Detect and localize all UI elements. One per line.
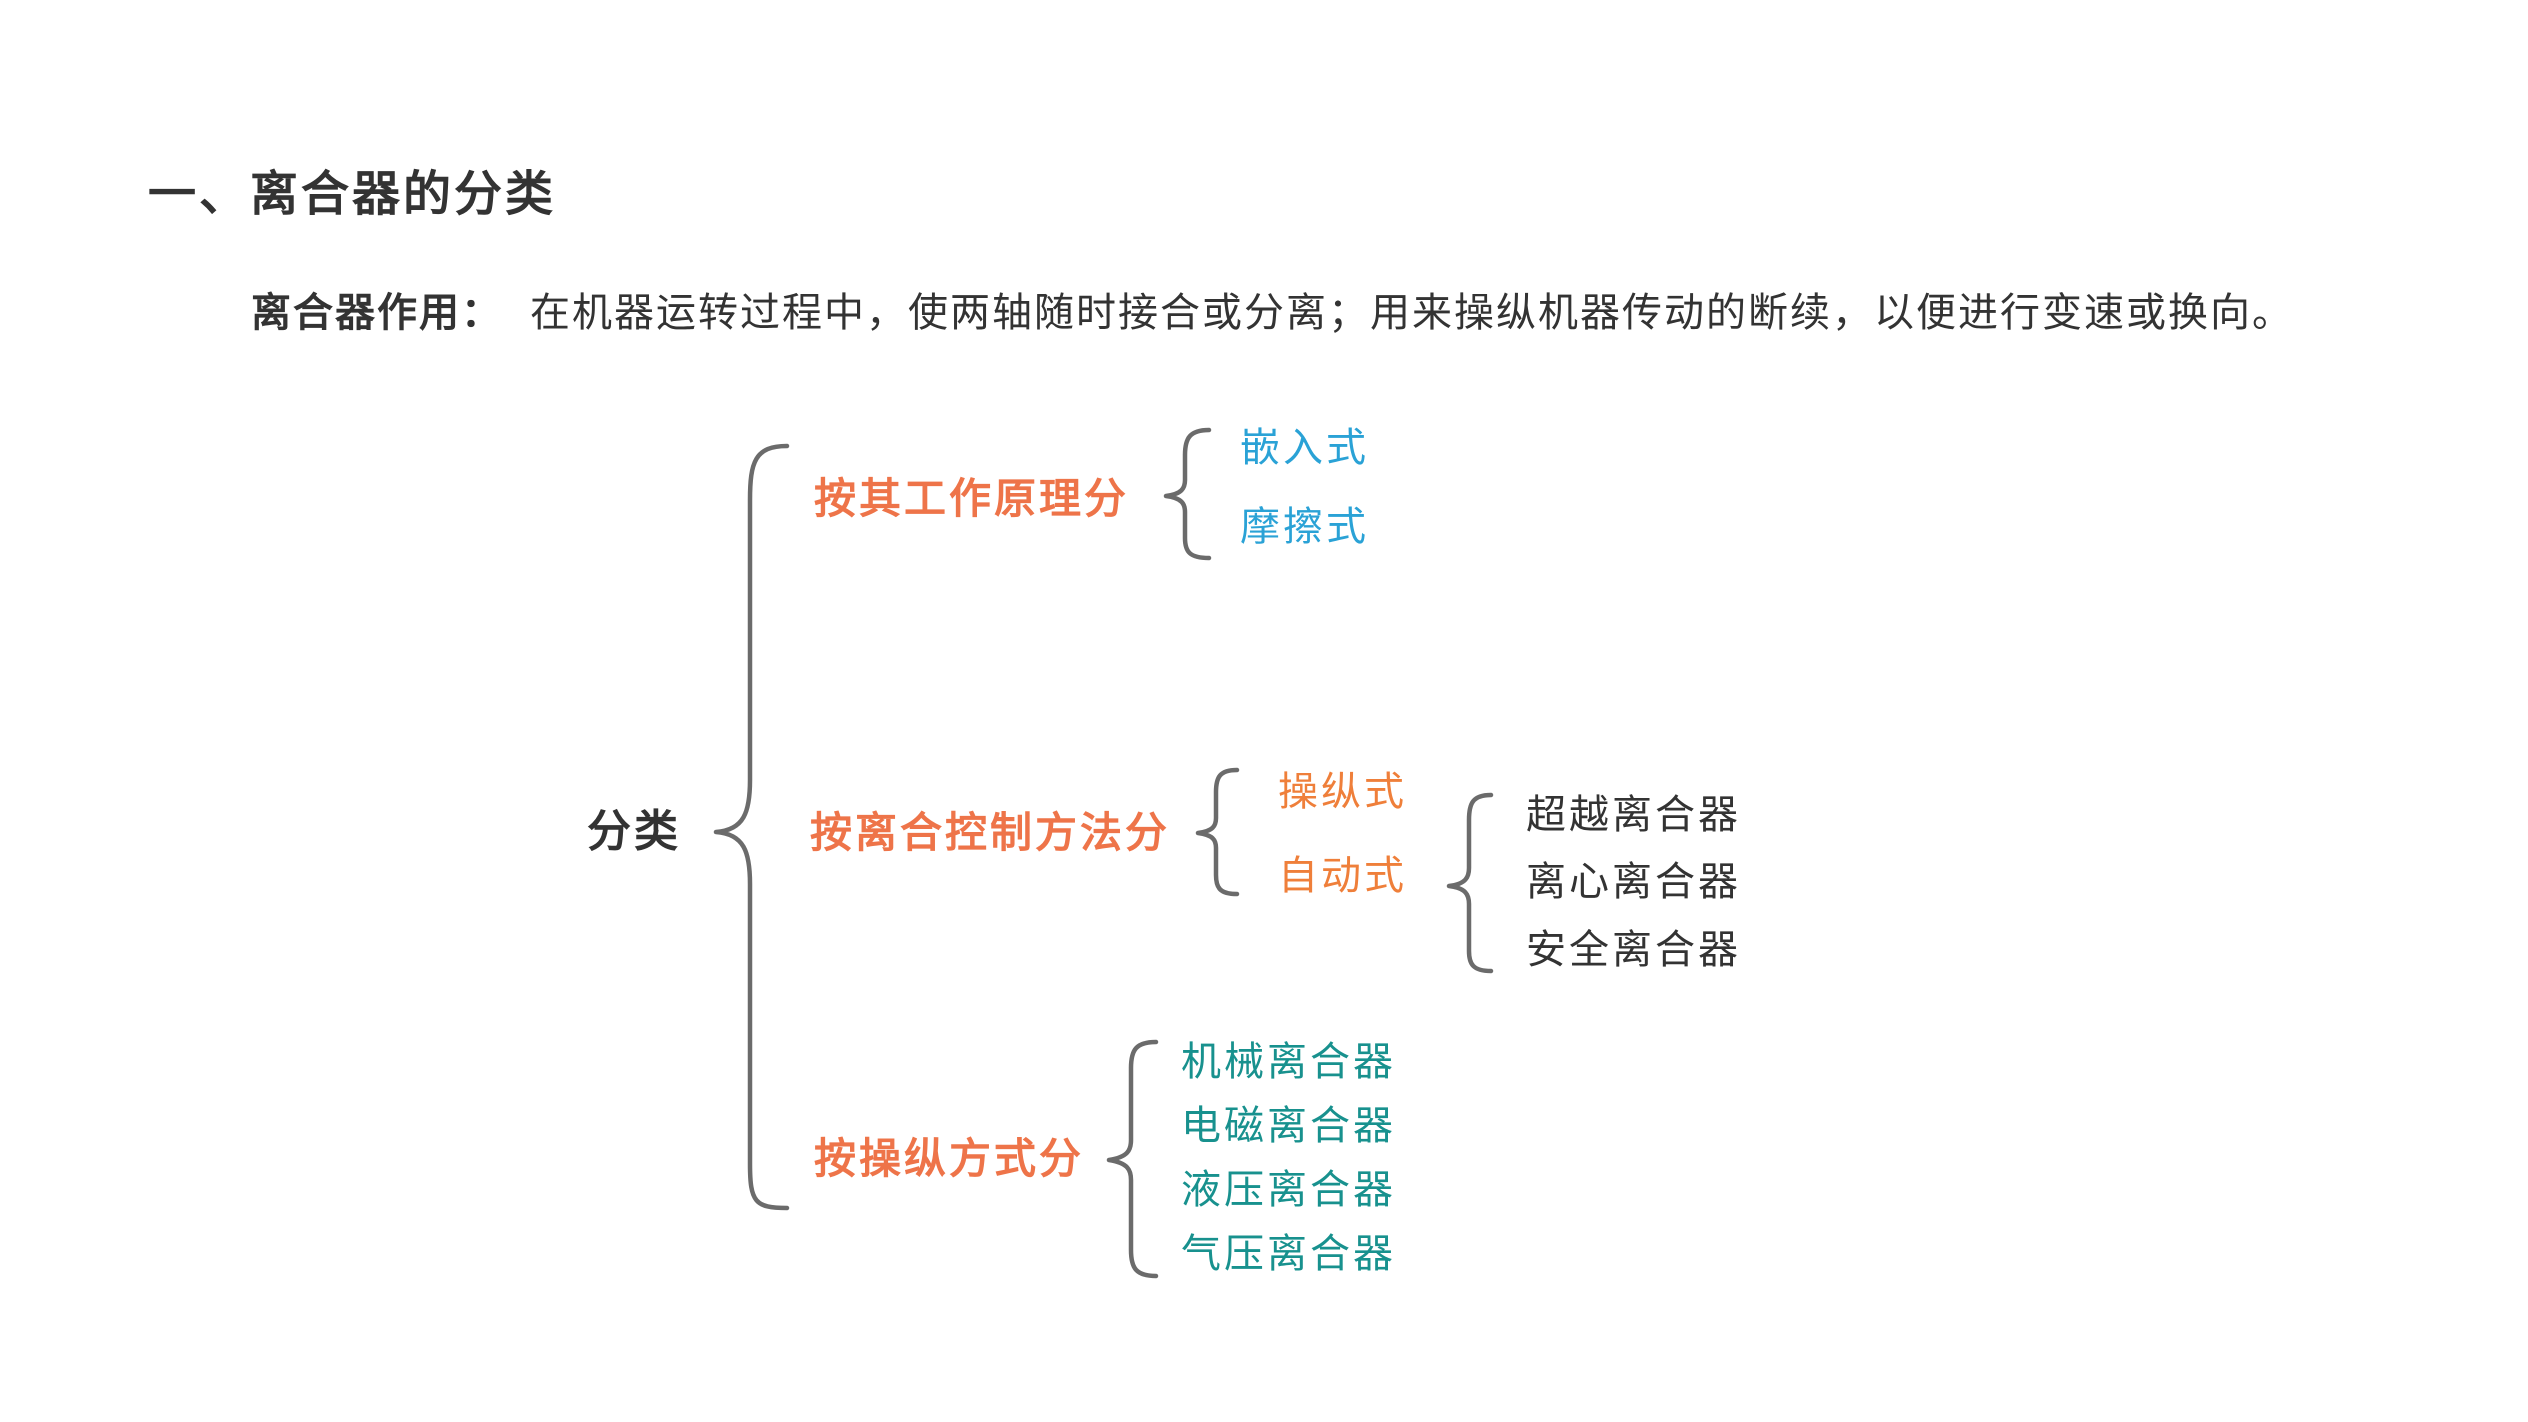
diagram-root-label: 分类 xyxy=(587,806,681,857)
auto-brace xyxy=(1446,792,1494,974)
principle-item-embedded: 嵌入式 xyxy=(1240,425,1369,471)
page-title: 一、离合器的分类 xyxy=(148,166,557,222)
branch-by-principle: 按其工作原理分 xyxy=(814,474,1130,523)
intro-text: 在机器运转过程中，使两轴随时接合或分离；用来操纵机器传动的断续，以便进行变速或换… xyxy=(530,290,2294,336)
control-brace xyxy=(1195,767,1240,897)
auto-item-safety: 安全离合器 xyxy=(1526,927,1741,973)
branch-by-control: 按离合控制方法分 xyxy=(810,808,1171,857)
control-item-automatic: 自动式 xyxy=(1278,853,1407,899)
auto-item-centrifugal: 离心离合器 xyxy=(1526,859,1741,905)
operation-item-mechanical: 机械离合器 xyxy=(1181,1039,1396,1085)
operation-item-hydraulic: 液压离合器 xyxy=(1181,1167,1396,1213)
operation-brace xyxy=(1106,1039,1159,1279)
intro-label: 离合器作用： xyxy=(251,290,503,336)
branch-by-operation: 按操纵方式分 xyxy=(814,1134,1085,1183)
operation-item-electromagnetic: 电磁离合器 xyxy=(1181,1103,1396,1149)
root-brace xyxy=(713,443,790,1211)
principle-brace xyxy=(1163,427,1212,561)
principle-item-friction: 摩擦式 xyxy=(1240,504,1369,550)
control-item-manual: 操纵式 xyxy=(1278,769,1407,815)
operation-item-pneumatic: 气压离合器 xyxy=(1181,1231,1396,1277)
auto-item-overrunning: 超越离合器 xyxy=(1526,792,1741,838)
